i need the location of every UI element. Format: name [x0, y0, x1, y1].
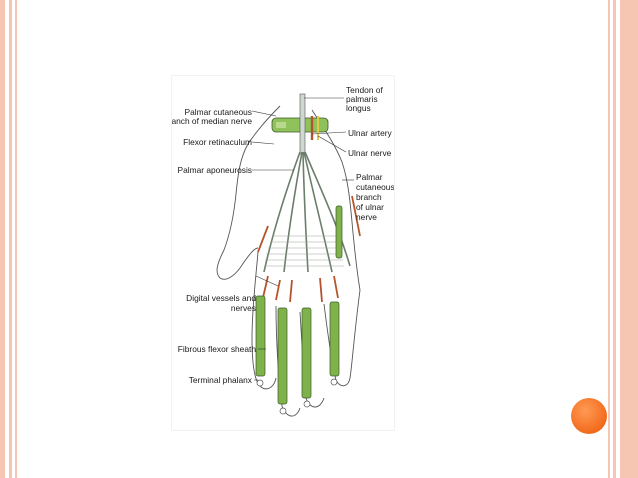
label-ulnar-nerve: Ulnar nerve: [348, 148, 392, 158]
label-palmar-cutaneous-ulnar-2: cutaneous: [356, 182, 394, 192]
palmaris-tendon: [299, 93, 306, 155]
label-palmar-cutaneous-median-2: branch of median nerve: [172, 116, 252, 126]
hand-anatomy-figure: Palmar cutaneous branch of median nerve …: [172, 76, 394, 430]
right-labels: Tendon of palmaris longus Ulnar artery U…: [346, 85, 394, 222]
label-palmar-cutaneous-median-1: Palmar cutaneous: [184, 107, 252, 117]
label-flexor-retinaculum: Flexor retinaculum: [183, 137, 252, 147]
label-fibrous-flexor-sheath: Fibrous flexor sheath: [178, 344, 257, 354]
fibrous-flexor-sheaths: [255, 205, 343, 405]
label-tendon-palmaris-3: longus: [346, 103, 371, 113]
terminal-phalanges: [256, 378, 338, 415]
label-palmar-cutaneous-ulnar-4: of ulnar: [356, 202, 384, 212]
label-tendon-palmaris-1: Tendon of: [346, 85, 383, 95]
right-frame-decoration: [606, 0, 638, 478]
left-labels: Palmar cutaneous branch of median nerve …: [172, 107, 256, 385]
label-palmar-cutaneous-ulnar-1: Palmar: [356, 172, 383, 182]
label-palmar-cutaneous-ulnar-3: branch: [356, 192, 382, 202]
label-terminal-phalanx: Terminal phalanx: [189, 375, 253, 385]
orange-circle-bullet: [571, 398, 607, 434]
label-tendon-palmaris-2: palmaris: [346, 94, 378, 104]
hand-anatomy-diagram: Palmar cutaneous branch of median nerve …: [172, 85, 394, 417]
left-frame-decoration: [0, 0, 28, 478]
label-ulnar-artery: Ulnar artery: [348, 128, 393, 138]
label-digital-vessels-2: nerves: [231, 303, 256, 313]
label-palmar-aponeurosis: Palmar aponeurosis: [178, 165, 252, 175]
label-palmar-cutaneous-ulnar-5: nerve: [356, 212, 377, 222]
aponeurosis-transverse-fibers: [264, 235, 344, 267]
label-digital-vessels-1: Digital vessels and: [186, 293, 256, 303]
leader-lines: [251, 97, 354, 381]
